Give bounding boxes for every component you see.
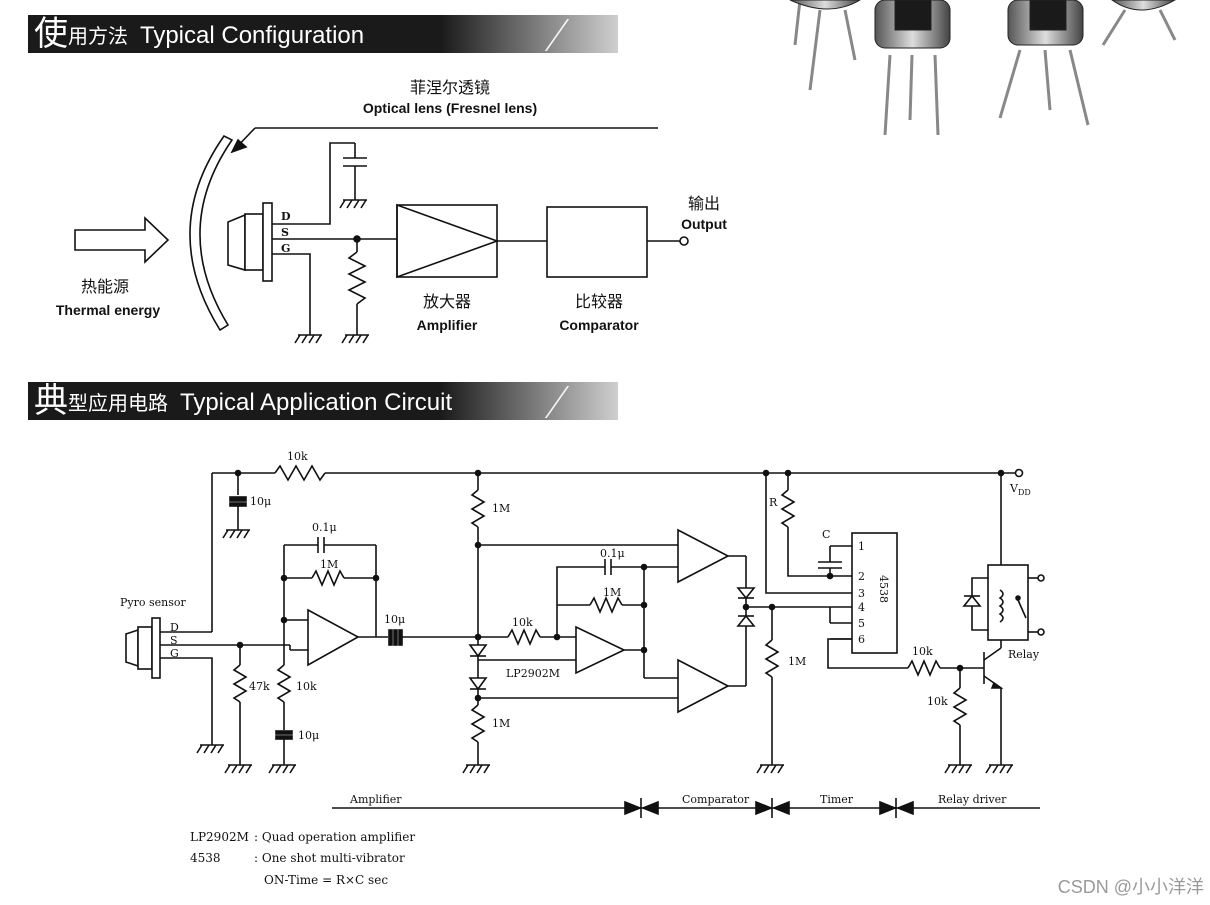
resistor	[274, 464, 326, 482]
banner-cn: 用方法	[68, 24, 128, 48]
label-pyro: Pyro sensor	[120, 596, 187, 609]
label-r10k-top: 10k	[287, 450, 308, 463]
comparator-label-cn: 比较器	[575, 293, 623, 311]
label-pin-s: S	[170, 634, 178, 647]
label-r10k-b: 10k	[296, 680, 317, 693]
comparator-box	[546, 206, 648, 278]
sensor-flange	[262, 202, 273, 282]
note-key: LP2902M	[190, 830, 249, 844]
banner-en: Typical Configuration	[140, 22, 365, 49]
thermal-label-en: Thermal energy	[56, 302, 160, 318]
stage-comparator: Comparator	[682, 793, 750, 806]
pin-d-label: D	[281, 210, 291, 223]
lens-label-en: Optical lens (Fresnel lens)	[363, 100, 537, 116]
stage-timeline	[332, 798, 1040, 818]
banner-cn: 型应用电路	[68, 391, 168, 415]
label-r1m-b: 1M	[603, 586, 621, 599]
label-c01u-a: 0.1μ	[312, 521, 337, 534]
label-vdd: VDD	[1009, 482, 1031, 497]
comparator-label-en: Comparator	[559, 317, 639, 333]
label-c10u-top: 10μ	[250, 495, 271, 508]
ic-pin-3: 3	[858, 587, 865, 600]
note-value: : Quad operation amplifier	[254, 830, 415, 844]
label-r47k: 47k	[249, 680, 270, 693]
output-terminal	[679, 236, 689, 246]
lens-arrowhead	[230, 138, 248, 154]
comparator-2	[677, 658, 730, 714]
pin-g-label: G	[281, 242, 290, 255]
label-pin-g: G	[170, 647, 179, 660]
note-key: 4538	[190, 851, 221, 865]
ic-pin-2: 2	[858, 570, 865, 583]
label-C: C	[822, 528, 830, 541]
application-circuit	[125, 464, 1045, 774]
label-r10k-d: 10k	[912, 645, 933, 658]
sensor-can	[789, 0, 1177, 49]
ic-pin-1: 1	[858, 540, 865, 553]
stage-timer: Timer	[820, 793, 854, 806]
banner-big-char: 典	[34, 381, 68, 421]
label-c10u-c: 10μ	[384, 613, 405, 626]
banner-background	[28, 382, 618, 420]
banner-big-char: 使	[34, 14, 68, 54]
ic-pin-4: 4	[858, 601, 865, 614]
stage-amplifier: Amplifier	[349, 793, 402, 806]
banner-background	[28, 15, 618, 53]
sensor-photo	[793, 0, 1177, 136]
resistor	[347, 251, 367, 305]
label-c10u-b: 10μ	[298, 729, 319, 742]
section-banner-config: 使用方法 Typical Configuration	[28, 15, 618, 53]
opamp-2	[575, 625, 626, 675]
vdd-terminal	[1014, 468, 1024, 478]
relay-box	[987, 564, 1029, 641]
sensor-body	[244, 213, 264, 271]
watermark: CSDN @小小洋洋	[1057, 877, 1204, 897]
thermal-arrow	[74, 216, 170, 264]
label-r10k-e: 10k	[927, 695, 948, 708]
wire-d	[272, 142, 355, 225]
sensor-dome	[227, 213, 246, 272]
stage-relay-driver: Relay driver	[938, 793, 1007, 806]
banner-text: 典型应用电路 Typical Application Circuit	[34, 382, 452, 420]
amplifier-box	[396, 204, 498, 278]
banner-en: Typical Application Circuit	[180, 389, 453, 416]
ic-pin-5: 5	[858, 617, 865, 630]
label-c01u-b: 0.1μ	[600, 547, 625, 560]
pyro-dome	[125, 628, 139, 668]
thermal-label-cn: 热能源	[81, 278, 129, 296]
opamp-1	[307, 608, 360, 667]
label-lp2902m: LP2902M	[506, 667, 560, 680]
label-r1m-c: 1M	[788, 655, 806, 668]
output-label-cn: 输出	[688, 195, 720, 213]
label-r1m-a: 1M	[320, 558, 338, 571]
label-ic-4538: 4538	[877, 575, 890, 603]
fresnel-lens	[189, 134, 234, 332]
label-r1m-top: 1M	[492, 502, 510, 515]
ic-4538	[851, 532, 898, 654]
label-pin-d: D	[170, 621, 179, 634]
lens-label-cn: 菲涅尔透镜	[410, 78, 490, 97]
note-value: ON-Time = R×C sec	[264, 873, 388, 887]
banner-text: 使用方法 Typical Configuration	[34, 15, 364, 53]
wire-g	[272, 253, 311, 335]
note-value: : One shot multi-vibrator	[254, 851, 405, 865]
output-label-en: Output	[681, 216, 727, 232]
section-banner-application: 典型应用电路 Typical Application Circuit	[28, 382, 618, 420]
amplifier-label-cn: 放大器	[423, 293, 471, 311]
label-R: R	[769, 496, 778, 509]
pin-s-label: S	[281, 226, 289, 239]
label-r1m-bot: 1M	[492, 717, 510, 730]
ic-pin-6: 6	[858, 633, 865, 646]
amplifier-label-en: Amplifier	[417, 317, 478, 333]
notes: LP2902M : Quad operation amplifier 4538 …	[190, 830, 415, 887]
label-relay: Relay	[1008, 648, 1040, 661]
comparator-1	[677, 528, 730, 584]
label-r10k-c: 10k	[512, 616, 533, 629]
